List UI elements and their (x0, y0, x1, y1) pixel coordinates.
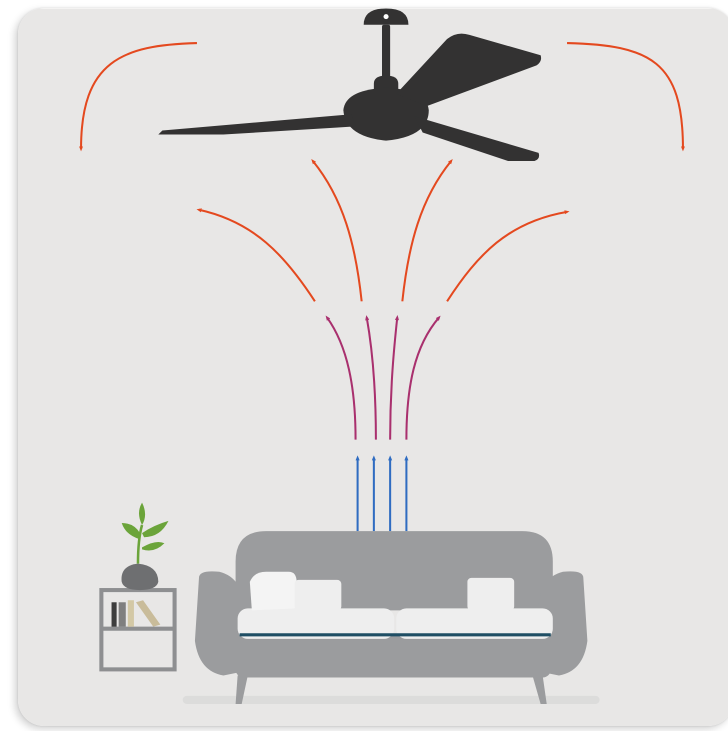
airflow-illustration (18, 8, 728, 726)
illustration-card (18, 8, 728, 726)
floor-shadow (183, 696, 600, 704)
